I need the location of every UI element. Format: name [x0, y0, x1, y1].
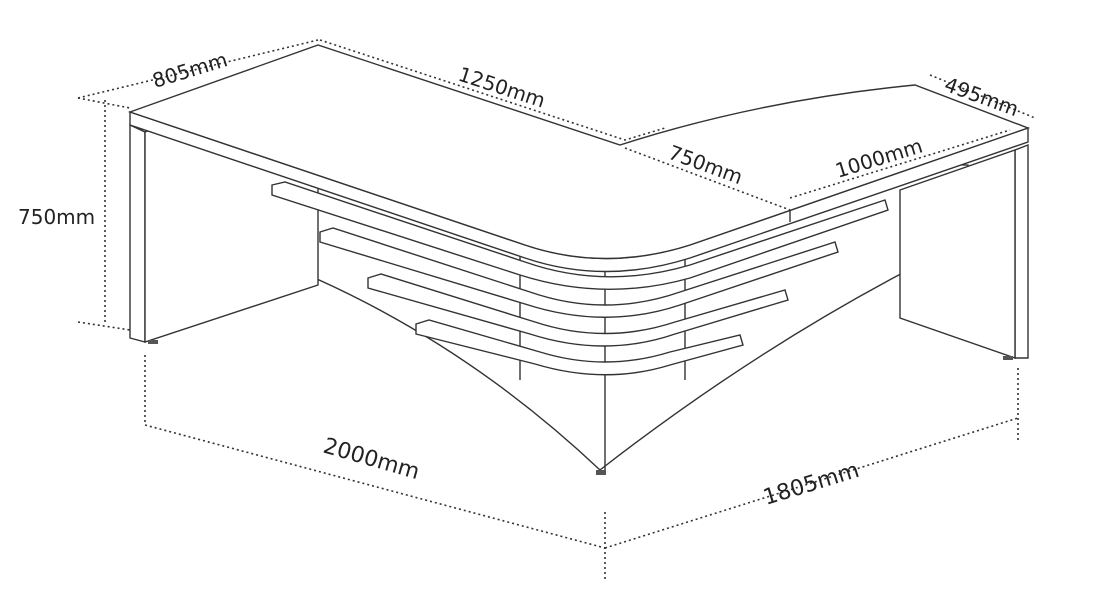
dim-2000mm: 2000mm: [320, 434, 422, 485]
left-leg: [129, 123, 146, 343]
desk-top: [127, 44, 1031, 260]
dimension-lines: [77, 39, 1036, 580]
shelves: [271, 181, 889, 376]
dim-750mm-height: 750mm: [18, 205, 95, 229]
dim-1805mm: 1805mm: [760, 458, 862, 511]
right-leg-side: [899, 149, 1016, 359]
right-leg: [1014, 143, 1029, 359]
